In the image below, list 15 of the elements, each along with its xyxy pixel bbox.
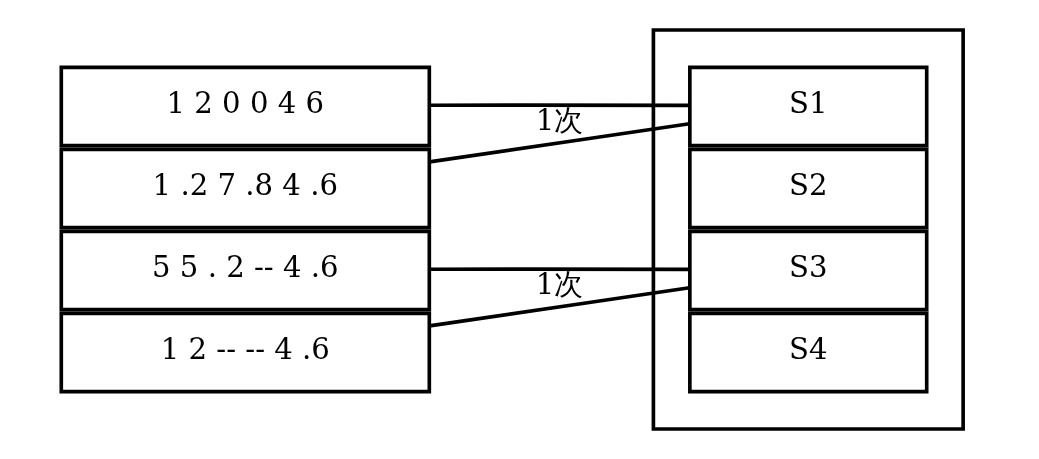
node-box: 1 2 -- -- 4 .6: [59, 311, 432, 394]
connector: [429, 121, 690, 164]
node-box: 5 5 . 2 -- 4 .6: [59, 229, 432, 312]
node-box: 1 2 0 0 4 6: [59, 65, 432, 148]
node-box: S1: [688, 65, 929, 148]
connector: [429, 267, 690, 272]
cluster: [651, 28, 965, 431]
connector: [429, 103, 690, 108]
node-box: 1 .2 7 .8 4 .6: [59, 147, 432, 230]
connector: [429, 285, 690, 328]
node-box: S2: [688, 147, 929, 230]
node-box: S3: [688, 229, 929, 312]
edge-label: 1次: [535, 102, 584, 137]
node-box: S4: [688, 311, 929, 394]
edge-label: 1次: [535, 266, 584, 301]
